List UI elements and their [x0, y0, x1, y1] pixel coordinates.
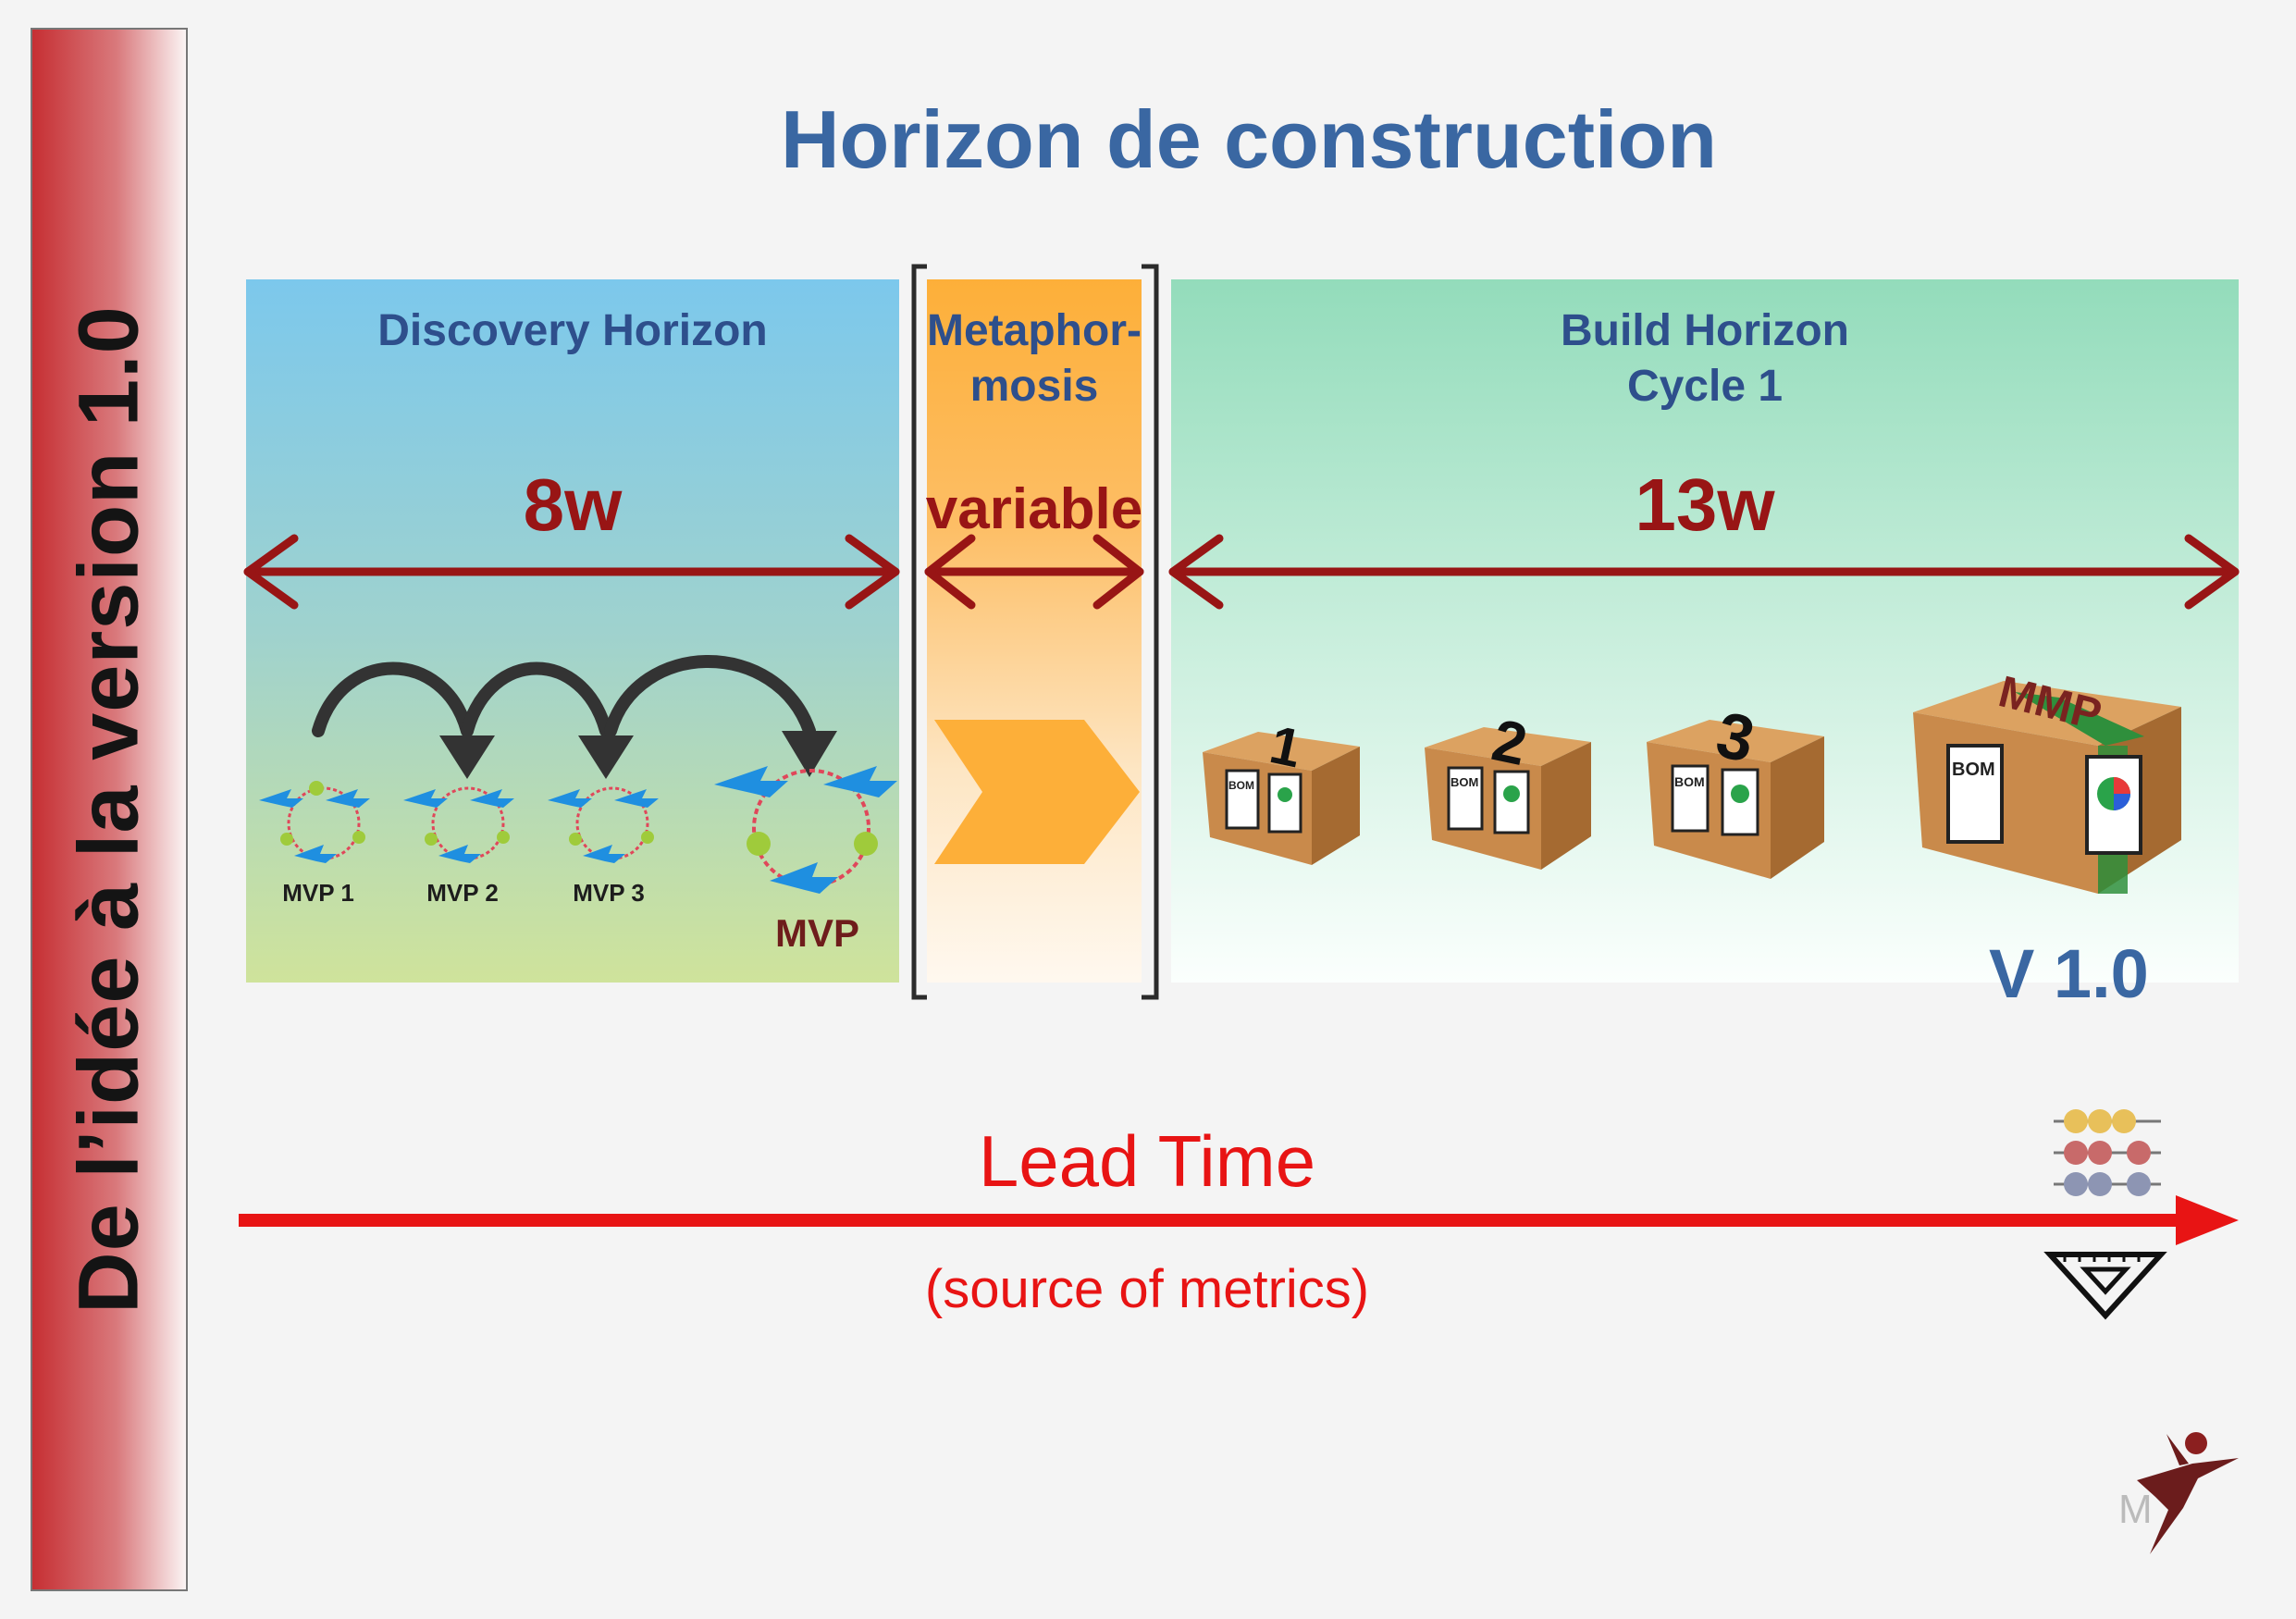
- mvp-label-2: MVP 2: [426, 879, 499, 907]
- metamorphosis-title-2: mosis: [969, 362, 1099, 411]
- build-title-2: Cycle 1: [1626, 362, 1784, 411]
- set-square-icon: [2043, 1252, 2167, 1320]
- mvp-cycle-icon-1: [259, 781, 370, 863]
- discovery-duration: 8w: [523, 463, 623, 546]
- page-title: Horizon de construction: [781, 93, 1717, 185]
- version-label: V 1.0: [1989, 935, 2149, 1012]
- metamorphosis-title-1: Metaphor-: [927, 306, 1142, 355]
- discovery-panel: [246, 279, 899, 983]
- lead-time-label: Lead Time: [978, 1120, 1316, 1202]
- metamorphosis-panel: [927, 279, 1142, 983]
- mvp-label-1: MVP 1: [282, 879, 354, 907]
- side-banner: [31, 28, 188, 1591]
- product-box-icon-mmp: MMP BOM: [1913, 667, 2181, 894]
- discovery-title: Discovery Horizon: [377, 306, 768, 355]
- dancer-logo-icon: M: [2118, 1432, 2239, 1554]
- product-box-icon-3: 3 BOM: [1647, 698, 1824, 879]
- mvp-label-final: MVP: [775, 911, 860, 955]
- build-duration: 13w: [1635, 463, 1775, 546]
- box-bom-2: BOM: [1450, 775, 1478, 789]
- abacus-icon: [2054, 1109, 2161, 1196]
- mvp-cycle-icon-3: [548, 786, 659, 863]
- product-box-icon-2: 2 BOM: [1425, 706, 1591, 870]
- mvp-cycle-icon-final: [714, 766, 897, 894]
- mvp-cycle-icon-2: [403, 786, 514, 863]
- build-title-1: Build Horizon: [1561, 306, 1849, 355]
- svg-text:M: M: [2118, 1487, 2153, 1532]
- box-bom-mmp: BOM: [1952, 760, 1995, 780]
- box-bom-1: BOM: [1228, 779, 1254, 792]
- metamorphosis-duration: variable: [925, 477, 1143, 541]
- product-box-icon-1: 1 BOM: [1203, 714, 1360, 865]
- chevron-icon: [934, 720, 1140, 864]
- lead-time-sub: (source of metrics): [924, 1259, 1370, 1319]
- mvp-label-3: MVP 3: [573, 879, 645, 907]
- side-banner-text: De l’idée à la version 1.0: [61, 305, 156, 1314]
- box-bom-3: BOM: [1674, 774, 1705, 789]
